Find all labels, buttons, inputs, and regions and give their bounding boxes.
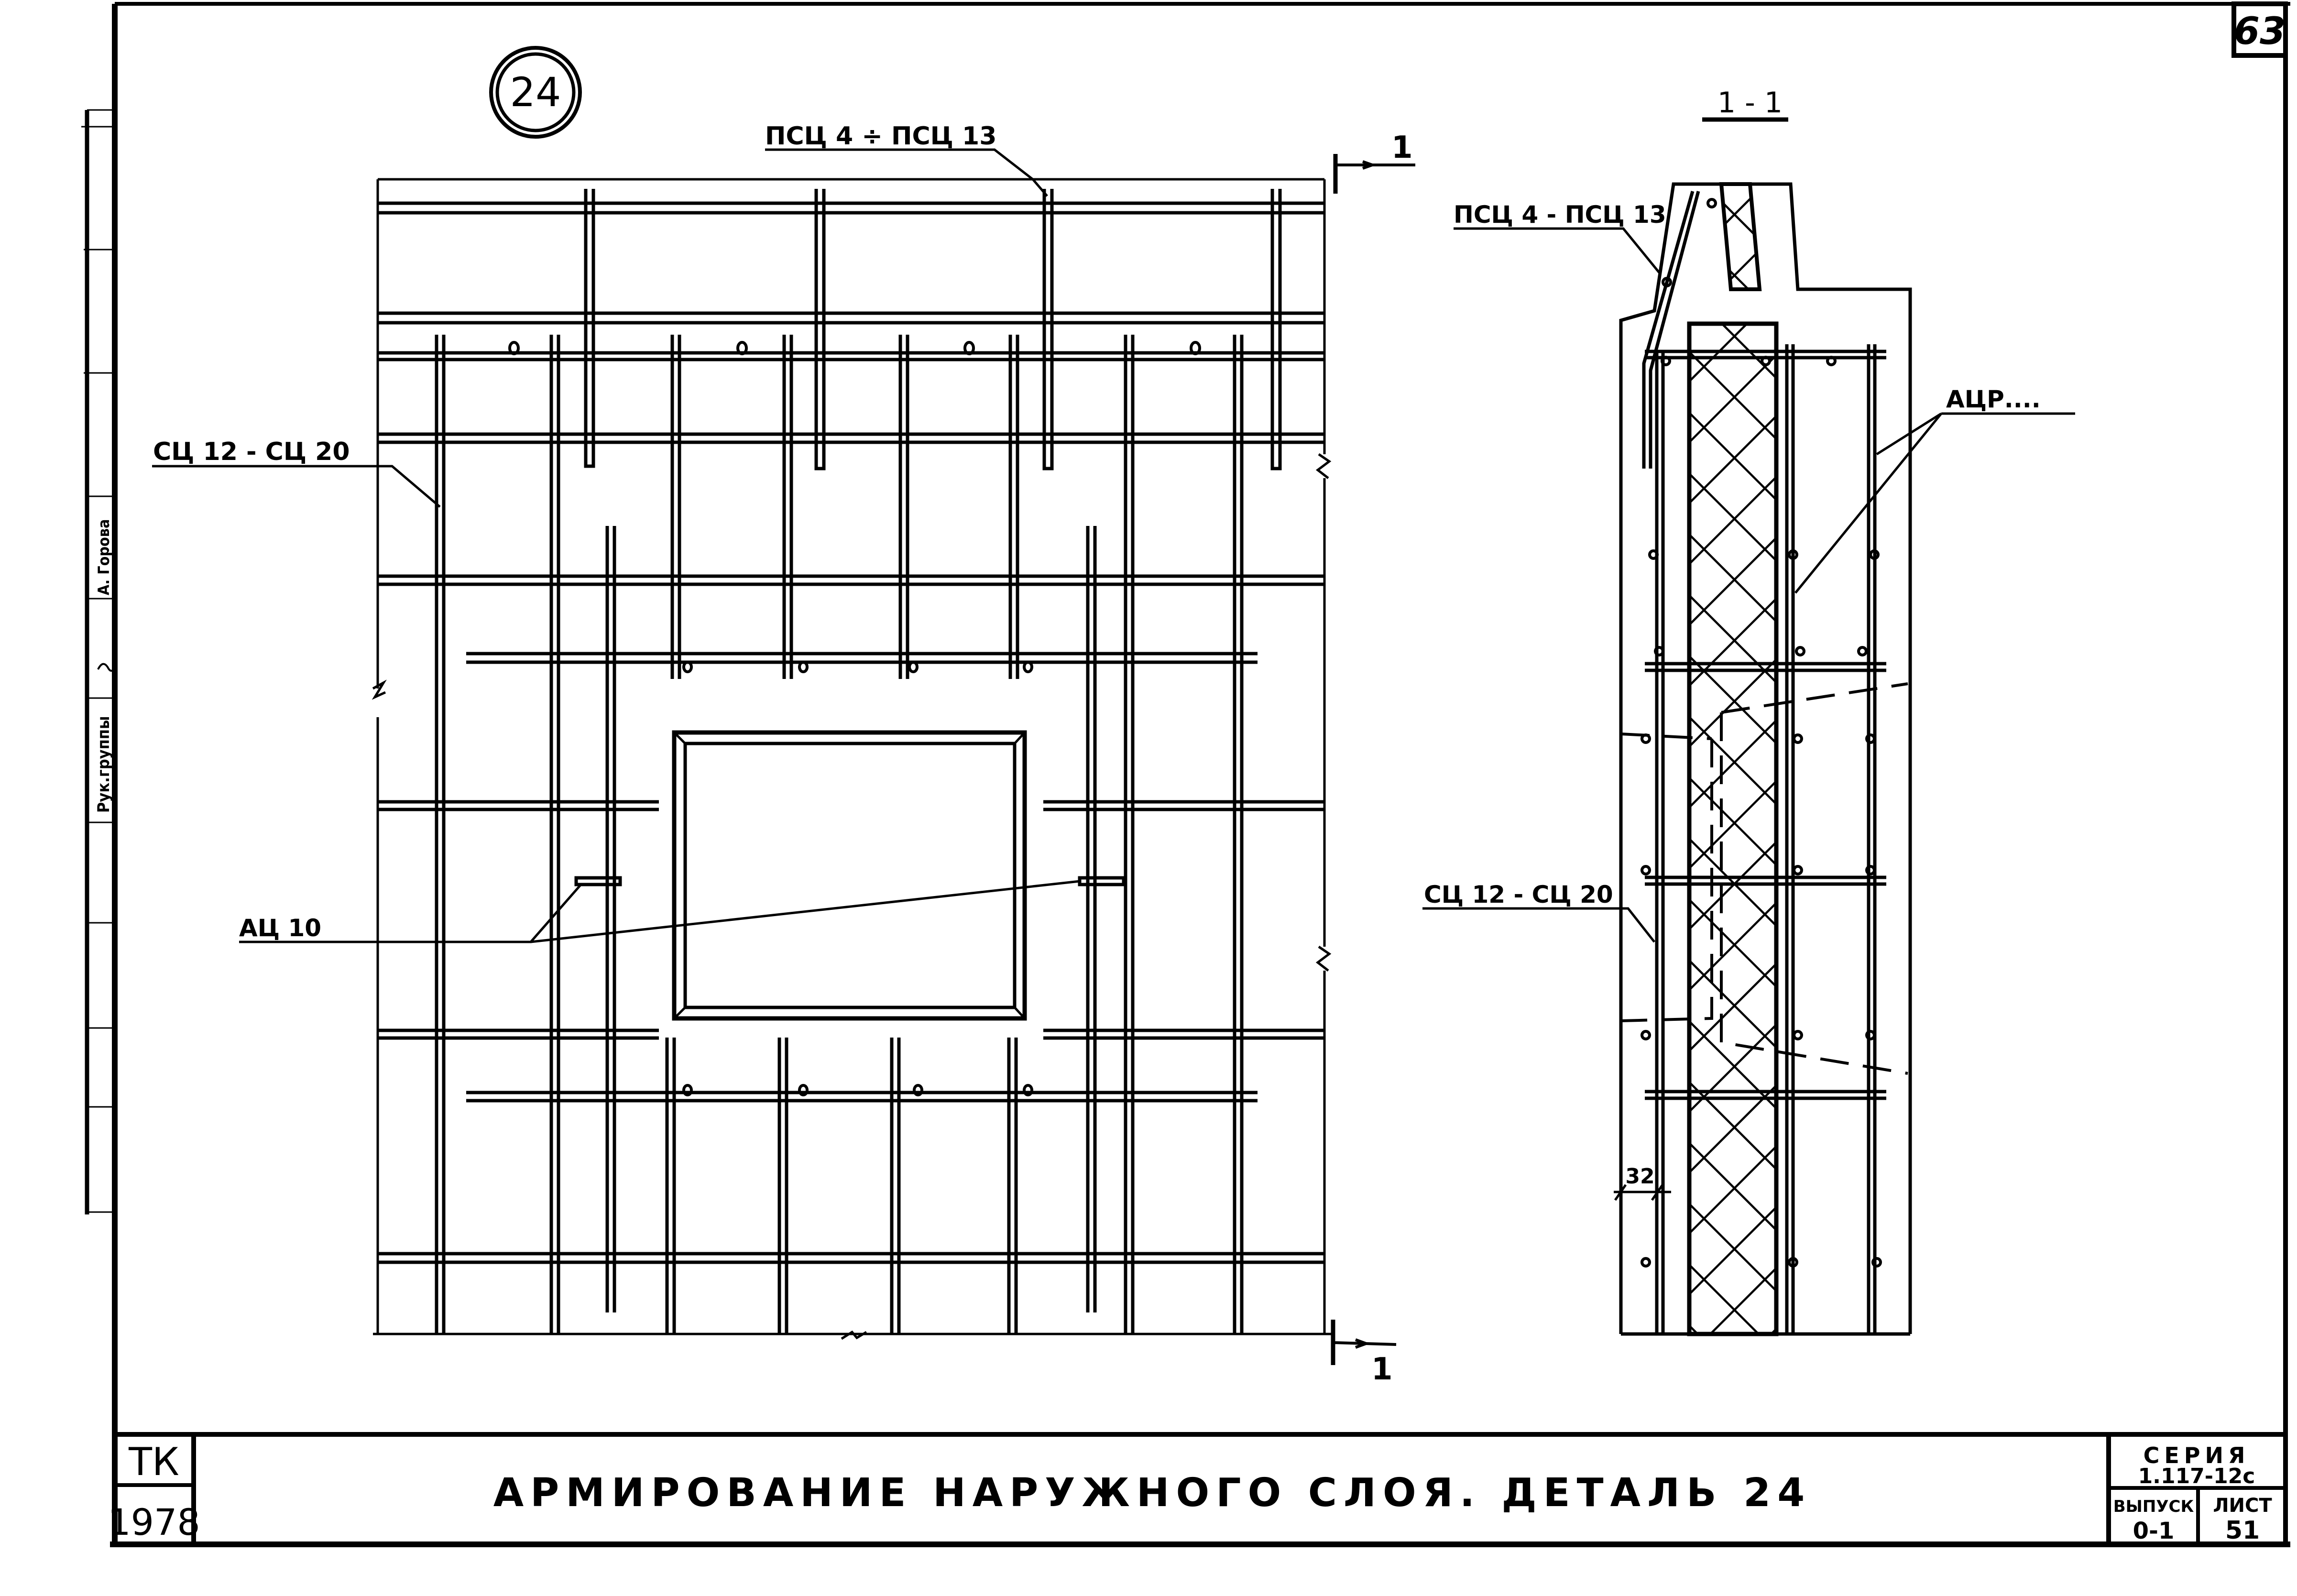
anchor-bars — [574, 876, 1126, 886]
label-anchor: АЦ 10 — [239, 914, 321, 942]
sheet-title: АРМИРОВАНИЕ НАРУЖНОГО СЛОЯ. ДЕТАЛЬ 24 — [493, 1470, 1812, 1516]
section-label-top-mesh: ПСЦ 4 - ПСЦ 13 — [1454, 201, 1666, 229]
sheet-label: ЛИСТ — [2213, 1495, 2272, 1517]
side-strip-name: А. Горова — [95, 519, 113, 595]
side-strip-role: Рук.группы — [94, 716, 113, 813]
section-view: 1 - 1 — [1422, 86, 2075, 1336]
insulation-top — [1719, 182, 1762, 291]
section-mark-top: 1 — [1391, 130, 1413, 165]
section-leaders — [1422, 227, 2075, 943]
bar-loops — [508, 341, 1201, 1096]
stamp-year: 1978 — [108, 1501, 200, 1543]
section-cut-bottom — [1331, 1320, 1397, 1365]
insulation-main — [1687, 321, 1779, 1336]
series-value: 1.117-12с — [2138, 1464, 2255, 1488]
detail-number: 24 — [510, 69, 561, 116]
horizontal-bars — [378, 201, 1324, 1264]
vertical-bars-grid — [435, 335, 1244, 1334]
section-label-anchor: АЦР.... — [1946, 385, 2041, 413]
dimension-32 — [1614, 1184, 1671, 1201]
anchor-dashed-contour — [1620, 682, 1908, 1075]
side-strip — [81, 109, 115, 1214]
page-number: 63 — [2234, 10, 2286, 53]
section-cut-top — [1333, 154, 1415, 194]
series-label: СЕРИЯ — [2144, 1443, 2250, 1468]
section-label-mesh: СЦ 12 - СЦ 20 — [1424, 881, 1613, 908]
label-top-mesh: ПСЦ 4 ÷ ПСЦ 13 — [765, 122, 996, 151]
signature-mark — [97, 662, 117, 672]
leader-lines — [152, 148, 1080, 943]
section-title: 1 - 1 — [1717, 86, 1783, 120]
detail-marker: 24 — [489, 46, 582, 139]
section-vertical-bars — [1642, 191, 1877, 1334]
dimension-value: 32 — [1625, 1164, 1654, 1189]
label-left-mesh: СЦ 12 - СЦ 20 — [153, 437, 350, 466]
sheet-frame — [110, 2, 2290, 1547]
vertical-bars-upper — [584, 189, 1282, 470]
issue-label: ВЫПУСК — [2113, 1497, 2194, 1516]
window-opening — [672, 730, 1027, 1021]
section-mark-bottom: 1 — [1371, 1352, 1393, 1387]
sheet-value: 51 — [2225, 1516, 2260, 1545]
elevation-view: 24 — [152, 46, 1415, 1387]
title-block — [115, 1434, 2286, 1544]
issue-value: 0-1 — [2133, 1518, 2175, 1544]
stamp-org: ТК — [128, 1440, 179, 1484]
page-number-box: 63 — [2231, 1, 2288, 58]
section-loops — [1641, 198, 1882, 1268]
